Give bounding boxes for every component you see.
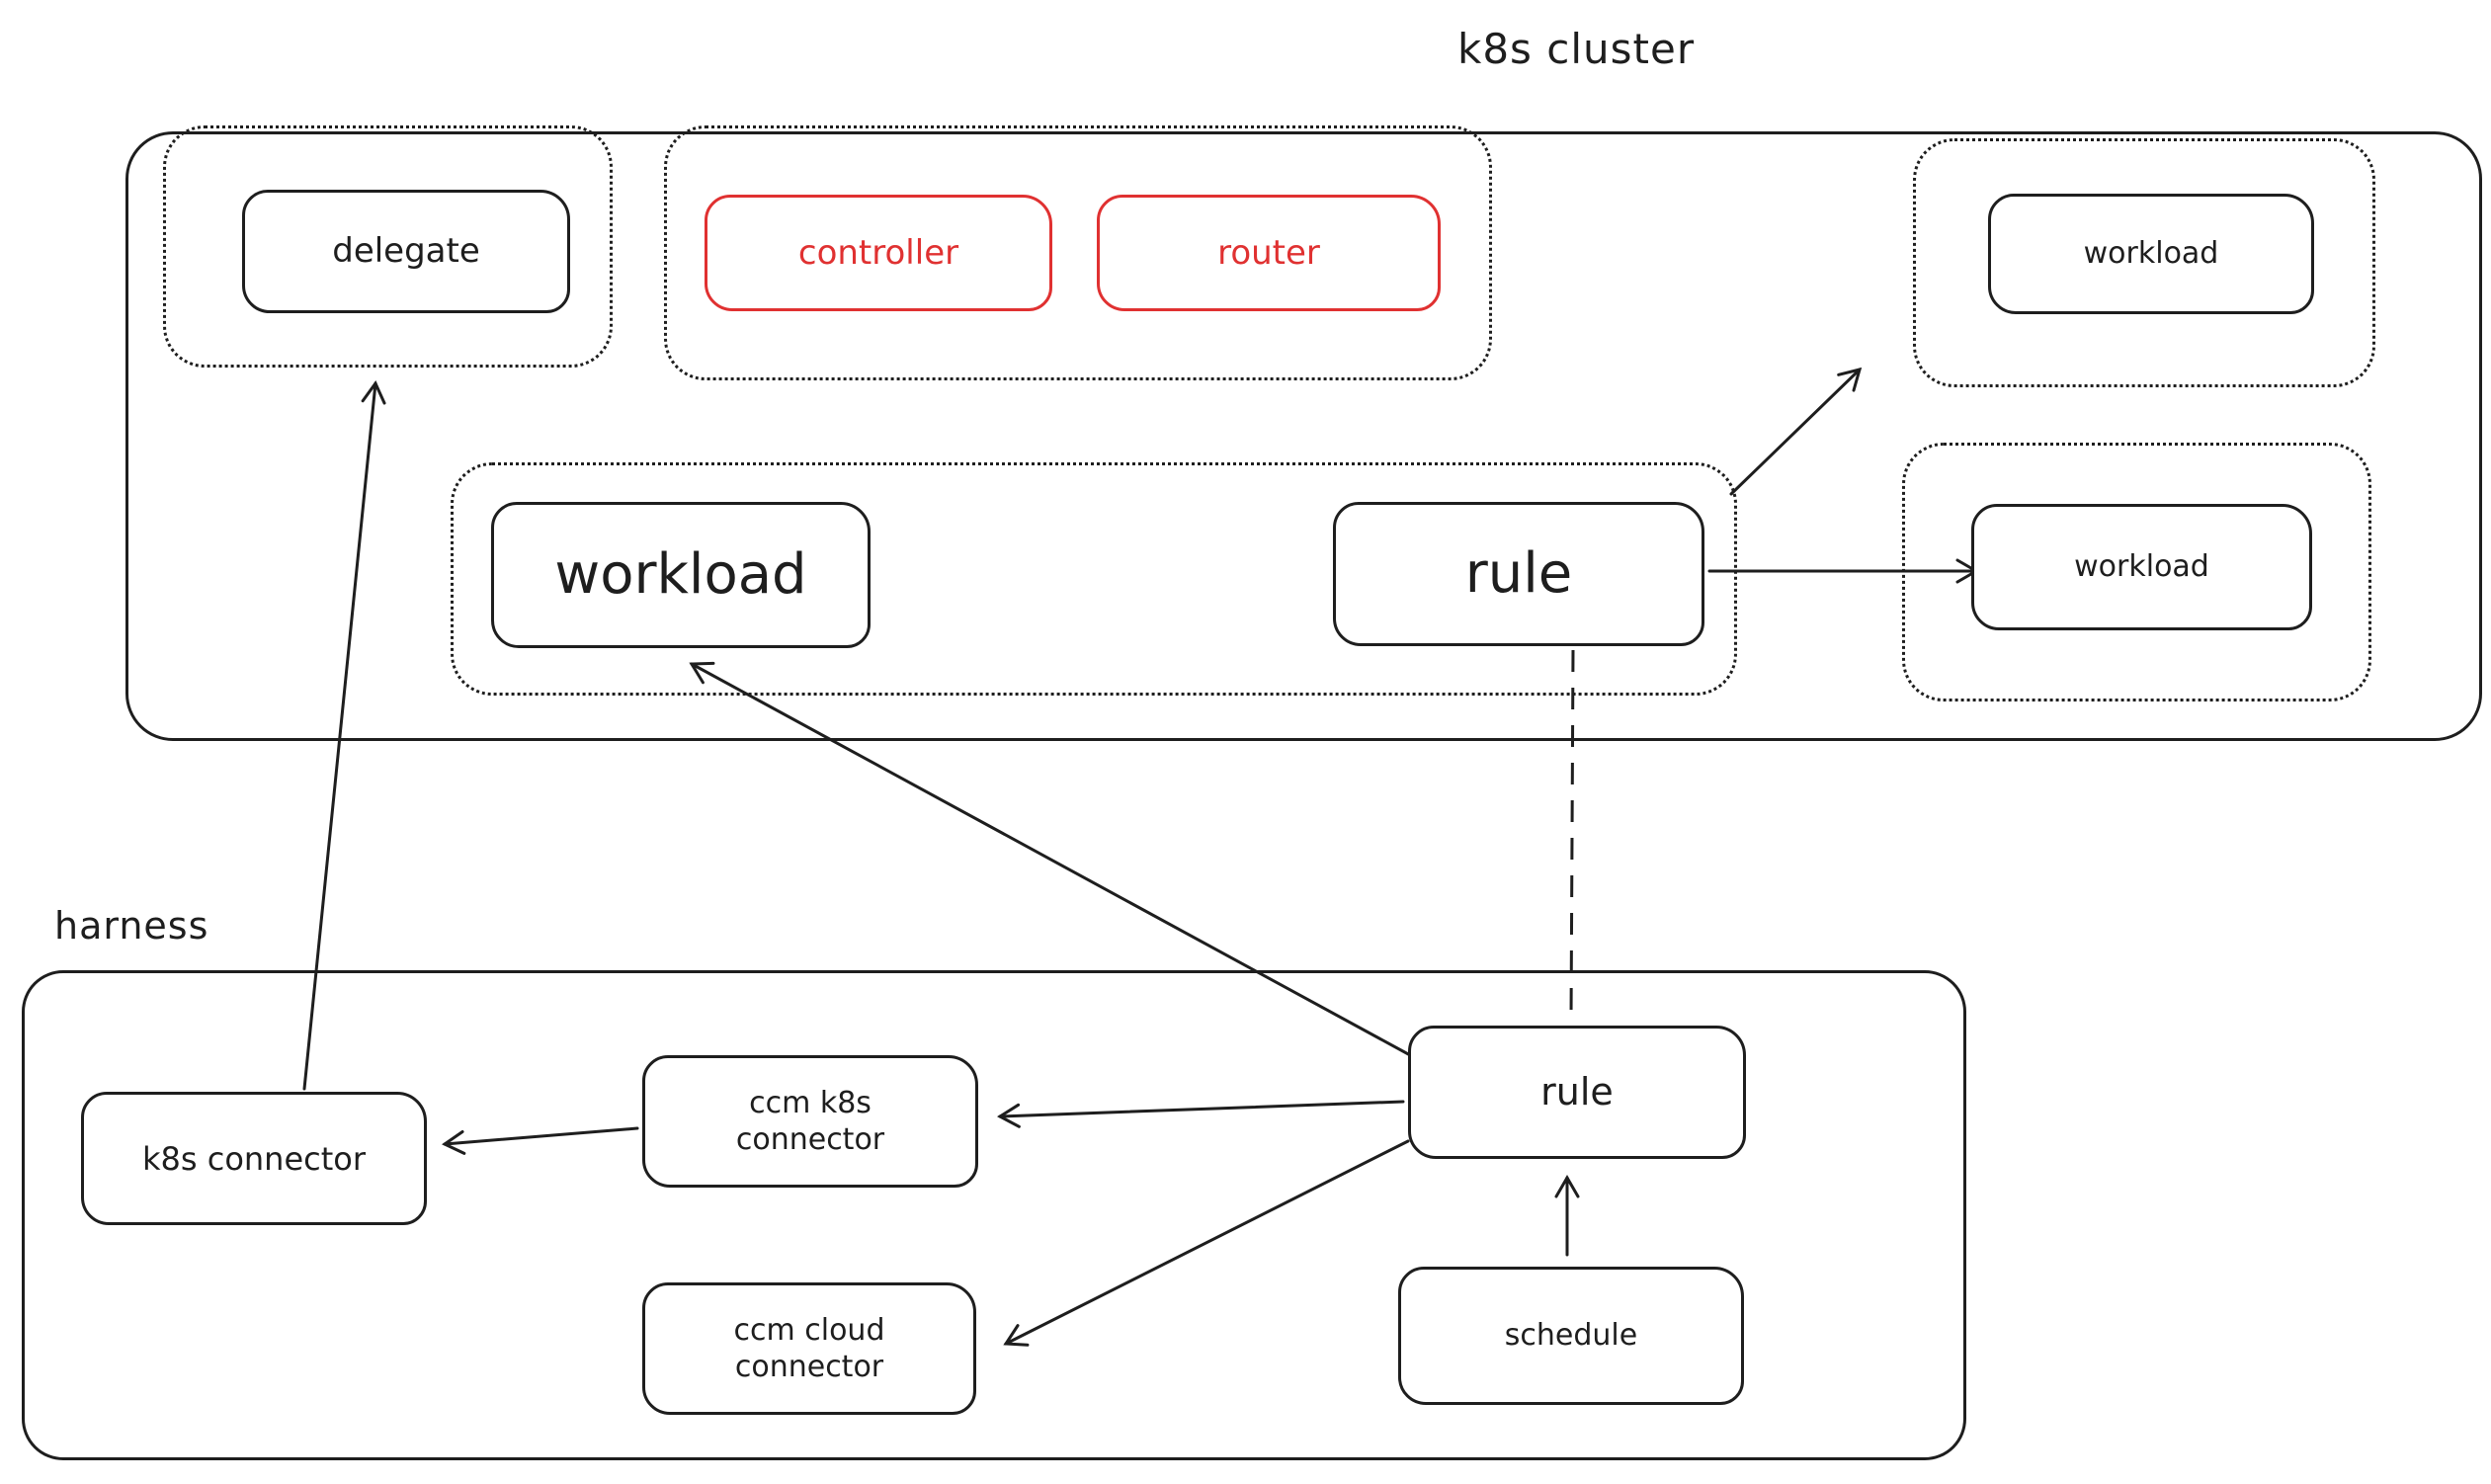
workload-pod-group-top-right [1913,138,2375,387]
controller-router-group [664,125,1492,380]
ccm-k8s-connector-node: ccm k8s connector [642,1055,978,1188]
k8s-cluster-title: k8s cluster [1457,25,1696,73]
schedule-node: schedule [1398,1267,1744,1405]
workload-main-label: workload [554,542,807,607]
workload-pod-right-label: workload [2074,549,2209,585]
ccm-cloud-connector-label: ccm cloud connector [733,1312,885,1385]
controller-label: controller [797,232,959,273]
rule-cluster-node: rule [1333,502,1704,646]
k8s-connector-label: k8s connector [141,1139,367,1178]
workload-pod-top-label: workload [2083,236,2219,272]
workload-pod-group-right [1902,443,2371,701]
harness-title: harness [54,904,209,948]
k8s-connector-node: k8s connector [81,1092,427,1225]
k8s-cluster-frame [125,131,2482,741]
schedule-label: schedule [1504,1318,1638,1354]
ccm-k8s-connector-label: ccm k8s connector [735,1085,885,1158]
delegate-node: delegate [242,190,570,313]
delegate-label: delegate [332,231,480,272]
harness-frame [22,970,1966,1460]
workload-main-node: workload [491,502,871,648]
rule-harness-label: rule [1540,1069,1614,1113]
ccm-cloud-connector-node: ccm cloud connector [642,1282,976,1415]
workload-rule-group [451,462,1737,696]
rule-cluster-label: rule [1464,541,1573,606]
controller-node: controller [705,195,1052,311]
router-label: router [1217,232,1320,273]
delegate-pod-group [163,125,613,368]
workload-pod-top-node: workload [1988,194,2314,314]
rule-harness-node: rule [1408,1026,1746,1159]
workload-pod-right-node: workload [1971,504,2312,630]
router-node: router [1097,195,1441,311]
